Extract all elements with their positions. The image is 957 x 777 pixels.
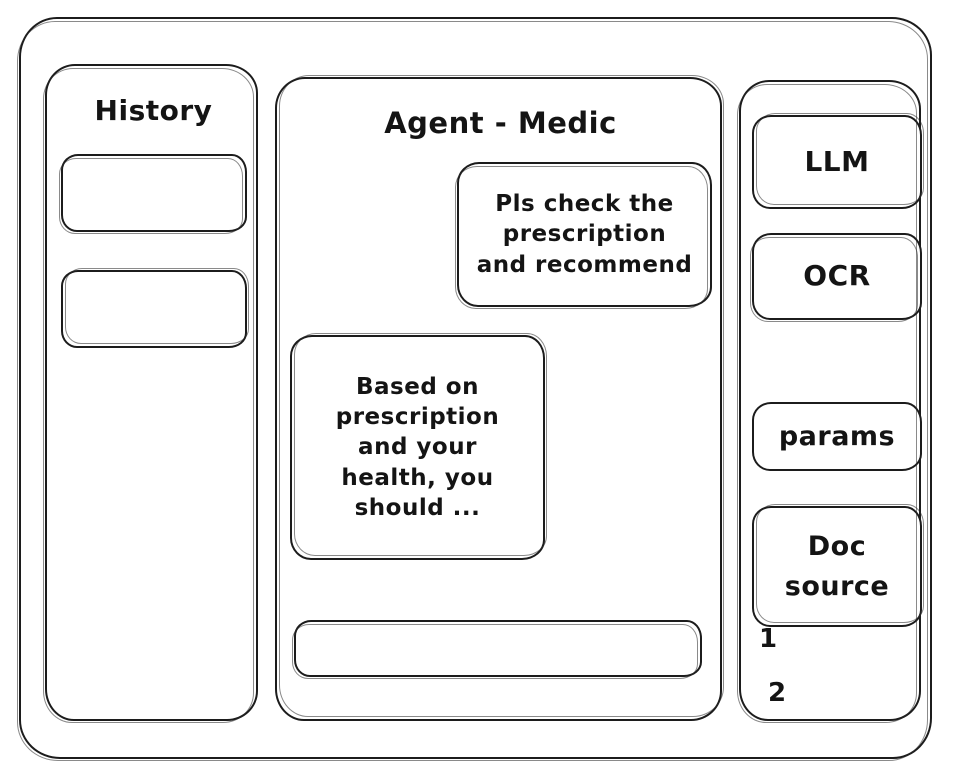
history-panel-title: History — [94, 94, 213, 127]
message-input[interactable] — [292, 620, 702, 679]
tool-ocr-button[interactable]: OCR — [750, 233, 922, 322]
tools-panel: LLM OCR params Doc source 1 2 — [737, 80, 924, 723]
agent-panel-title: Agent - Medic — [384, 106, 617, 140]
tool-params-button[interactable]: params — [752, 402, 922, 471]
tool-ocr-label: OCR — [803, 259, 871, 293]
tool-doc-source-label: Doc source — [784, 531, 890, 602]
history-item[interactable] — [61, 268, 249, 348]
user-message-text: Pls check the prescription and recommend — [476, 190, 693, 278]
assistant-message-text: Based on prescription and your health, y… — [335, 373, 500, 522]
doc-source-list-item[interactable]: 1 — [759, 624, 778, 654]
tool-llm-label: LLM — [804, 144, 870, 178]
user-message-bubble: Pls check the prescription and recommend — [455, 162, 712, 309]
assistant-message-bubble: Based on prescription and your health, y… — [290, 333, 547, 560]
tool-doc-source-button[interactable]: Doc source — [752, 504, 924, 627]
history-panel: History — [43, 64, 258, 723]
tool-params-label: params — [778, 420, 896, 452]
agent-conversation-panel: Agent - Medic Pls check the prescription… — [275, 75, 724, 721]
doc-source-list-item[interactable]: 2 — [768, 678, 787, 708]
history-item[interactable] — [59, 154, 247, 234]
tool-llm-button[interactable]: LLM — [752, 113, 924, 209]
